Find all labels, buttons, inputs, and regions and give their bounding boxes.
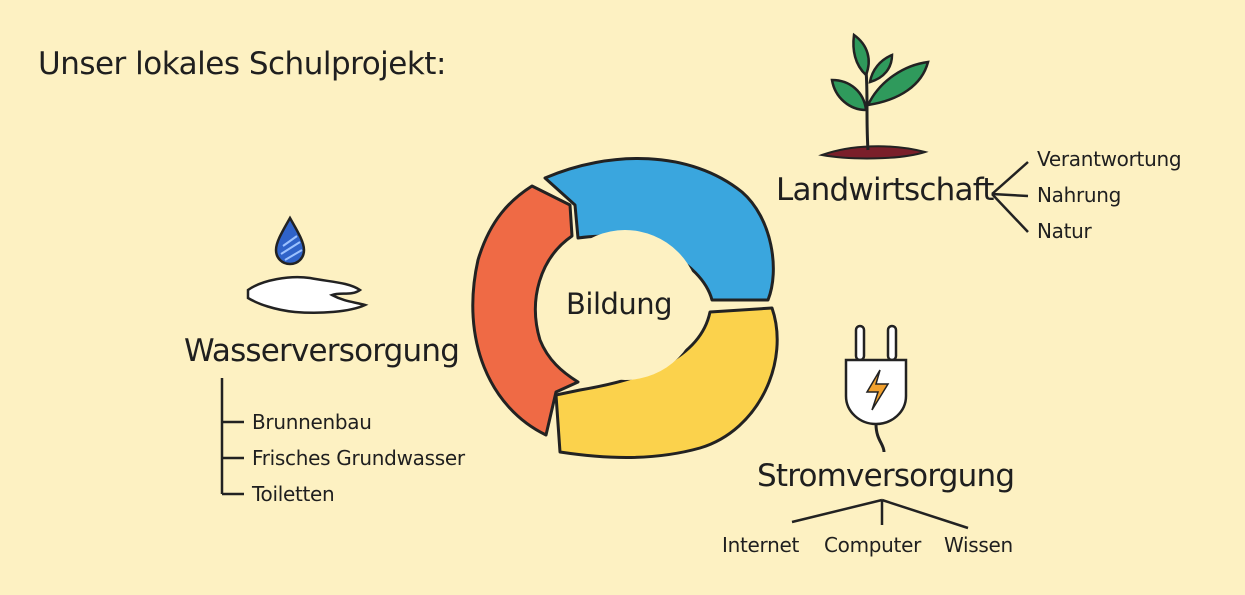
- land-item: Verantwortung: [1037, 147, 1182, 171]
- strom-item: Wissen: [944, 533, 1013, 557]
- water-hand-icon: [246, 215, 369, 314]
- page-title: Unser lokales Schulprojekt:: [38, 46, 446, 82]
- land-item: Nahrung: [1037, 183, 1122, 207]
- segment-red: [471, 184, 580, 437]
- strom-item: Internet: [722, 533, 800, 557]
- topic-stromversorgung: Stromversorgung: [757, 458, 1015, 494]
- education-cycle: [471, 157, 779, 459]
- power-plug-icon: [844, 324, 908, 453]
- center-label: Bildung: [566, 287, 673, 321]
- cycle-center: [550, 230, 700, 380]
- land-item: Natur: [1037, 219, 1092, 243]
- sprout-icon: [818, 32, 930, 160]
- wasser-bracket: [220, 378, 244, 496]
- strom-fork: [791, 498, 969, 530]
- topic-landwirtschaft: Landwirtschaft: [776, 172, 994, 208]
- land-fork: [991, 161, 1029, 233]
- topic-wasserversorgung: Wasserversorgung: [184, 333, 460, 369]
- wasser-item: Brunnenbau: [252, 410, 372, 434]
- wasser-item: Toiletten: [252, 482, 335, 506]
- strom-item: Computer: [824, 533, 922, 557]
- wasser-item: Frisches Grundwasser: [252, 446, 465, 470]
